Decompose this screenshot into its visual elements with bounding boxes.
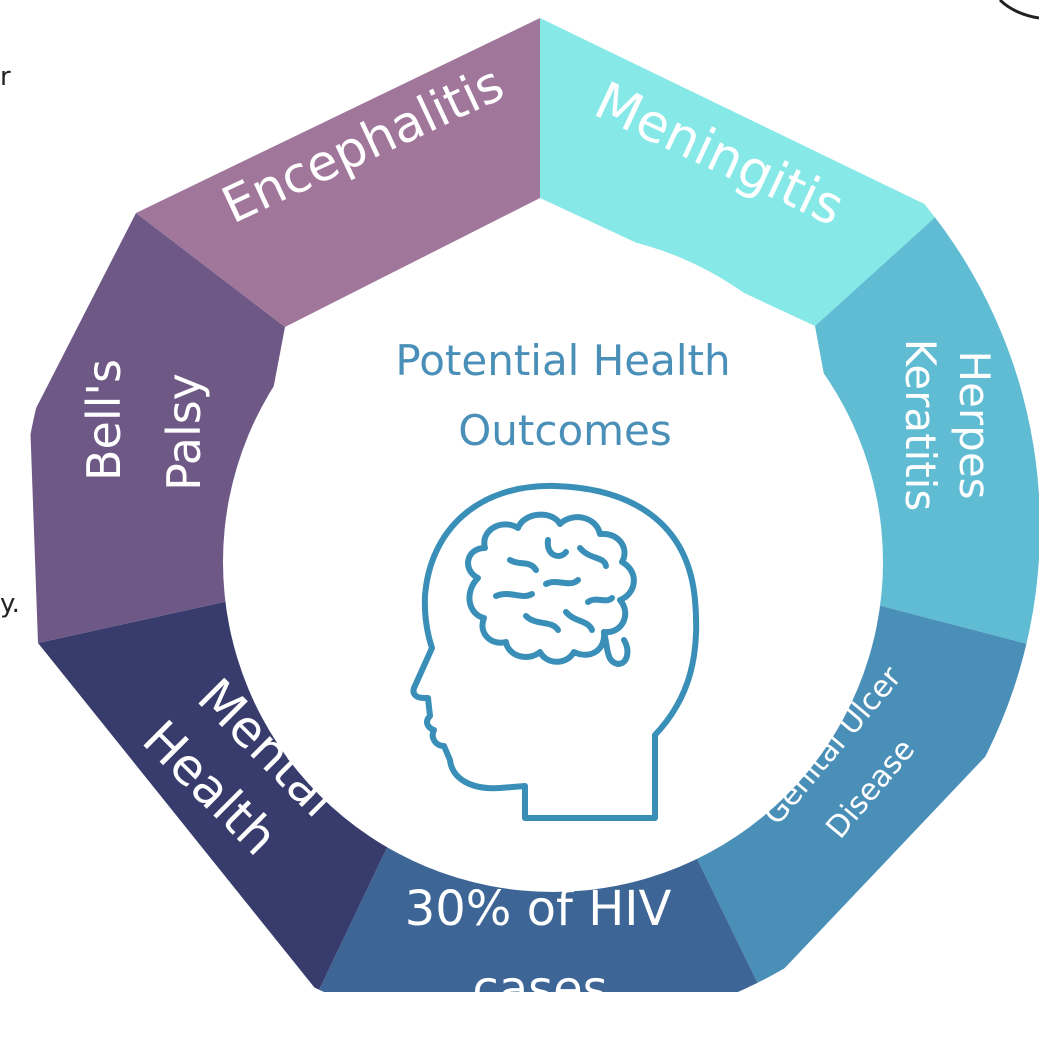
label-hiv-percent: 30% of HIV [405,881,672,937]
edge-fragment-top: r [0,62,11,92]
label-palsy: Palsy [157,373,211,491]
segment-mental-health [38,600,404,992]
edge-fragment-bottom: y. [0,589,20,619]
center-circle [223,232,883,892]
center-title-line-1: Potential Health [395,336,730,385]
segment-meningitis [540,18,941,326]
label-hiv-cases: cases [472,961,607,1017]
segment-bells-palsy [30,213,285,643]
segment-genital-ulcer-disease [680,602,1039,992]
head-brain-icon [410,482,700,821]
center-title-line-2: Outcomes [458,406,672,455]
label-bells: Bell's [77,359,131,481]
label-herpes: Herpes [950,350,999,499]
label-keratitis: Keratitis [896,339,945,511]
segment-encephalitis [136,18,540,327]
decorative-arc [998,0,1039,20]
